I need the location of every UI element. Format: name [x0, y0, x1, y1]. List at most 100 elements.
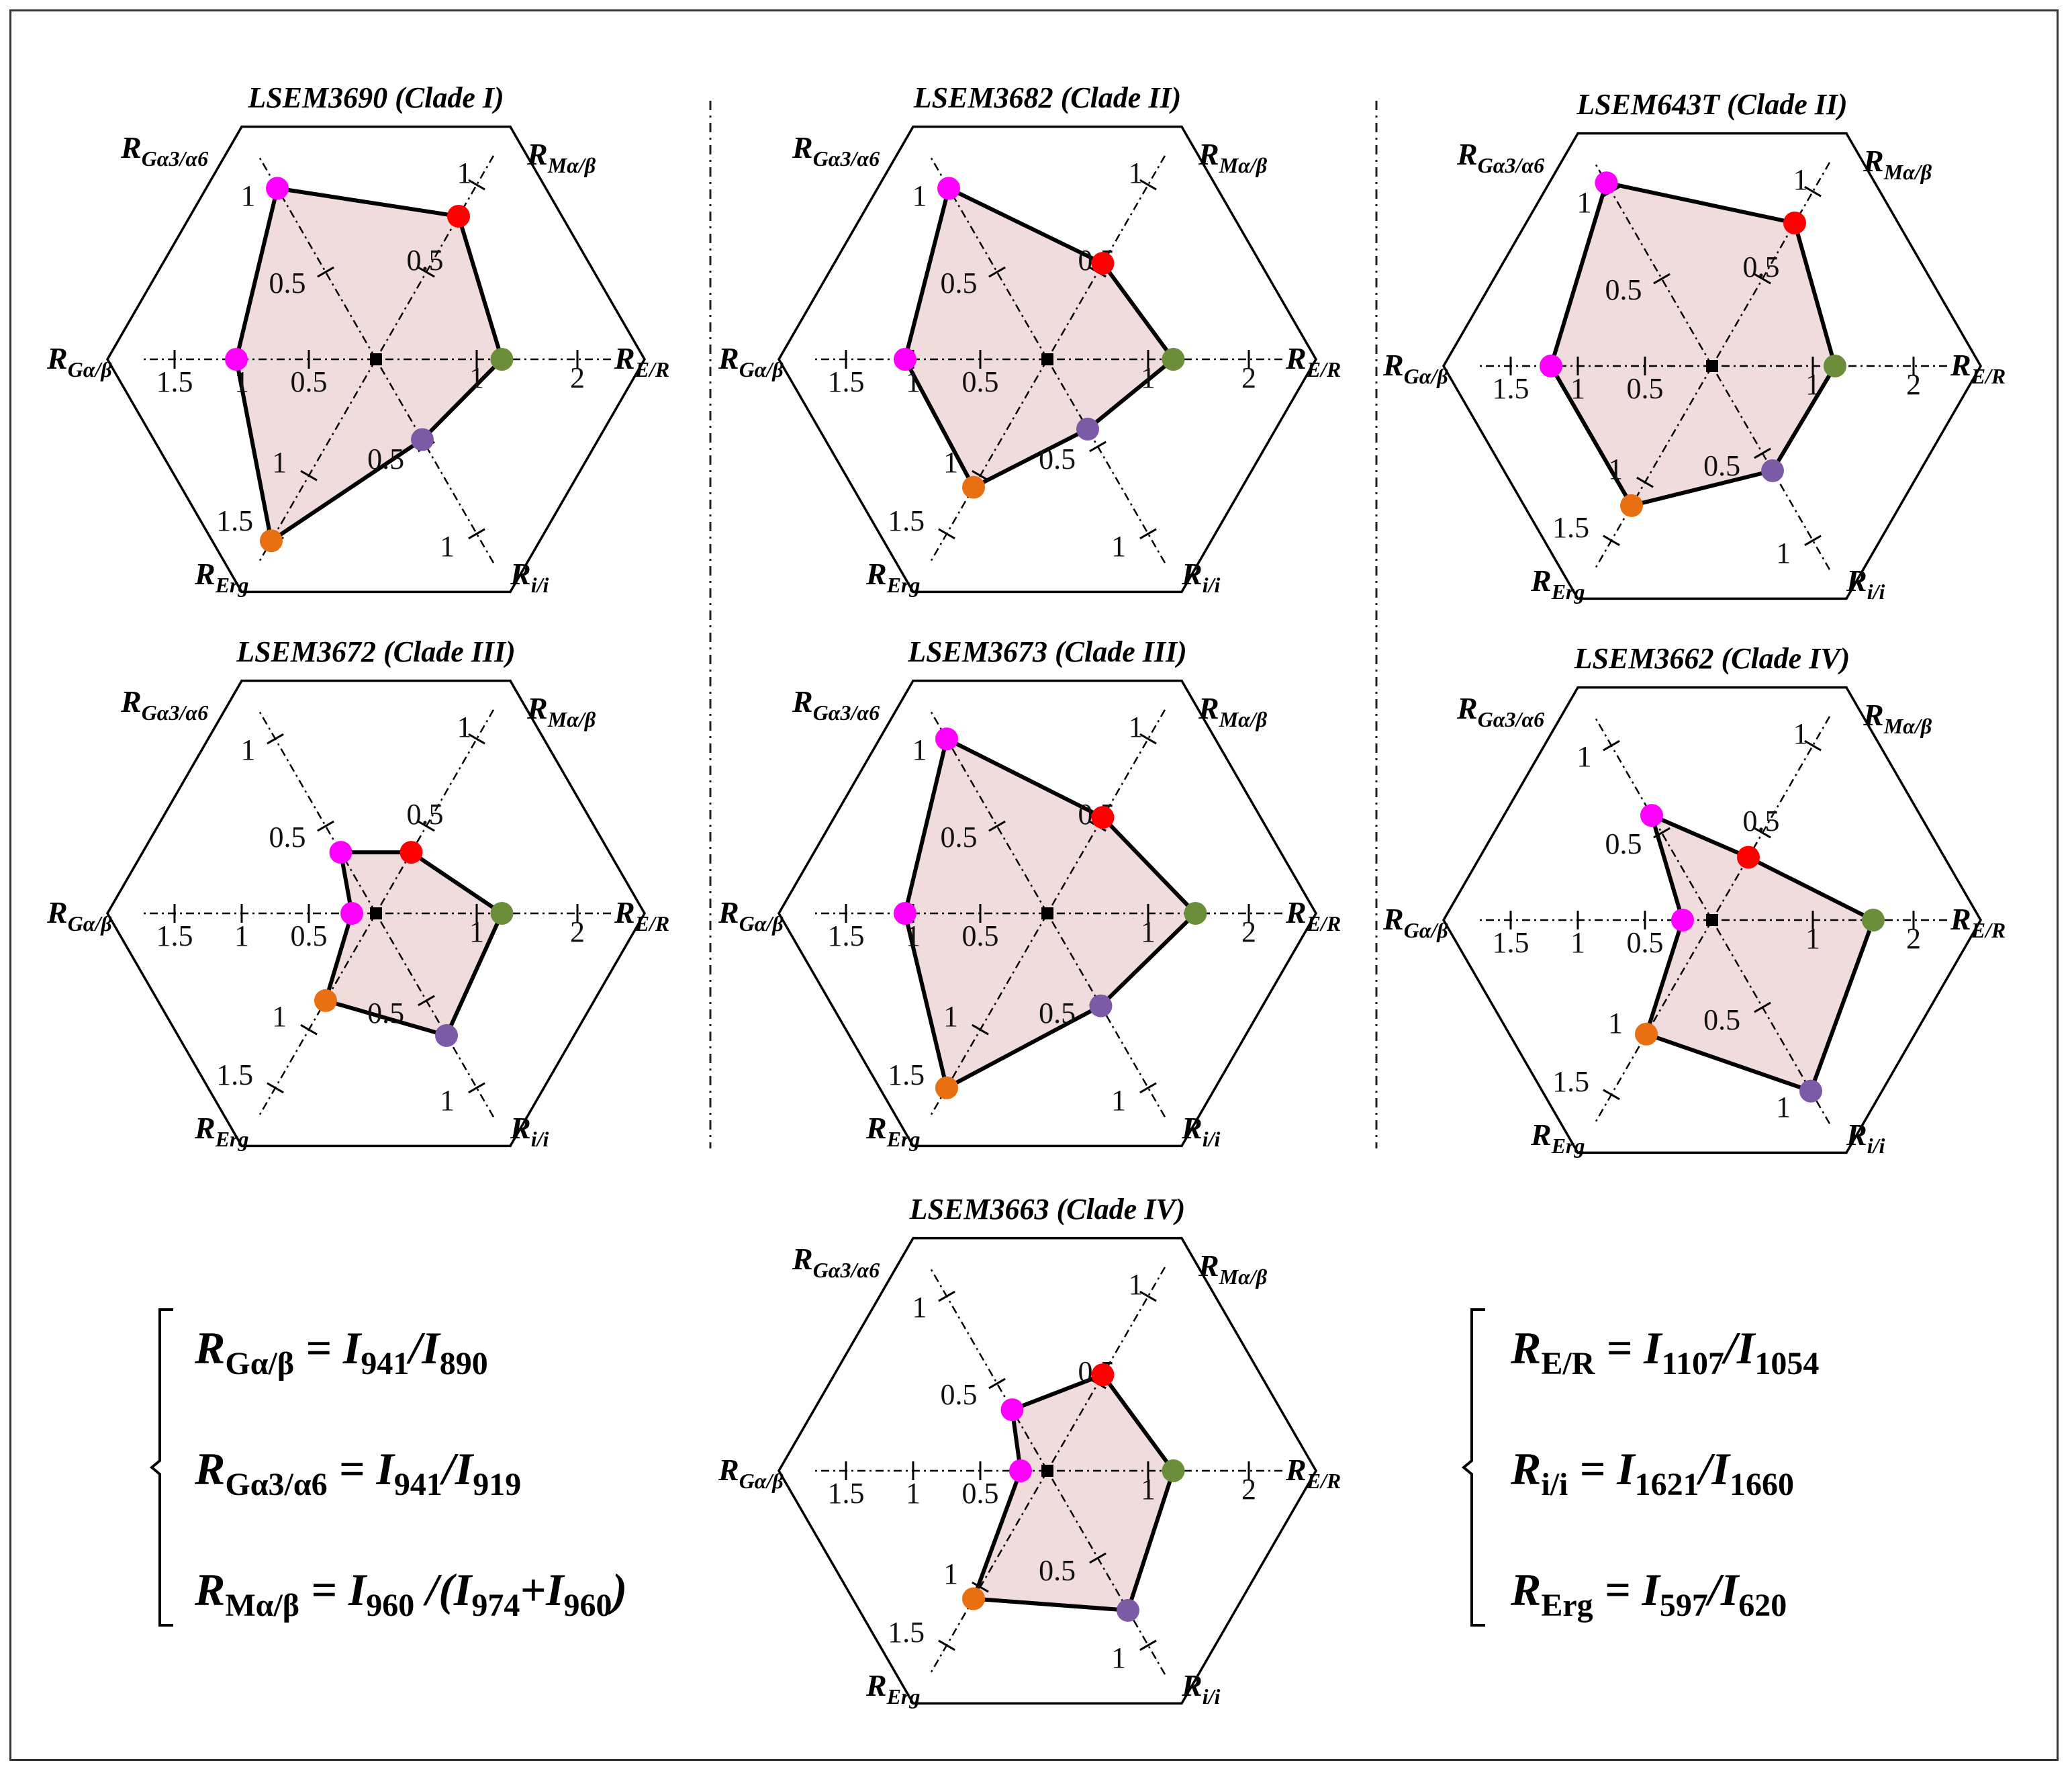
- tick-label: 1: [912, 733, 927, 766]
- axis-label: RMα/β: [1863, 144, 1932, 184]
- tick-label: 0.5: [962, 1477, 999, 1510]
- axis-tick: [468, 733, 485, 745]
- data-point: [1091, 252, 1115, 275]
- axis-tick: [972, 469, 989, 482]
- data-point: [935, 1076, 958, 1099]
- axis-tick: [1636, 476, 1654, 488]
- axis-tick: [1754, 1001, 1771, 1013]
- tick-label: 0.5: [407, 244, 444, 277]
- tick-label: 0.5: [941, 821, 978, 854]
- tick-label: 1: [440, 530, 455, 563]
- axis-tick: [988, 1377, 1006, 1390]
- hexagon-frame: [105, 125, 647, 594]
- axis-label: RErg: [865, 1668, 920, 1709]
- hexagon-frame: [1442, 132, 1983, 600]
- tick-label: 1: [1570, 372, 1585, 405]
- axis-tick: [938, 1639, 955, 1651]
- axis-tick: [1089, 1552, 1106, 1564]
- axis-label: RErg: [865, 1111, 920, 1151]
- tick-label: 2: [1241, 915, 1256, 948]
- data-point: [411, 428, 434, 451]
- axis-tick: [317, 266, 334, 278]
- tick-label: 0.5: [941, 1378, 978, 1411]
- tick-label: 1.5: [828, 919, 865, 952]
- tick-label: 1.5: [828, 365, 865, 398]
- chart-title: LSEM643T (Clade II): [1576, 88, 1847, 121]
- tick-label: 0.5: [941, 267, 978, 300]
- tick-label: 1.5: [216, 504, 253, 537]
- axis-line: [929, 709, 1166, 1118]
- axis-label: RErg: [865, 557, 920, 597]
- hexagon-frame: [777, 1236, 1318, 1705]
- axis-tick: [468, 1082, 485, 1094]
- tick-label: 1: [912, 1291, 927, 1324]
- data-point: [447, 204, 470, 228]
- data-point: [935, 727, 958, 751]
- center-marker: [1041, 1465, 1053, 1477]
- tick-label: 0.5: [367, 997, 404, 1030]
- tick-label: 1: [912, 179, 927, 212]
- tick-label: 2: [1906, 922, 1921, 955]
- tick-label: 1: [469, 915, 484, 948]
- axis-label: RMα/β: [526, 137, 596, 177]
- tick-label: 1: [1608, 1007, 1623, 1040]
- data-point: [266, 177, 289, 200]
- axis-label: RGα/β: [718, 341, 784, 381]
- tick-label: 1: [234, 365, 249, 398]
- tick-label: 1: [440, 1084, 455, 1117]
- tick-label: 1: [469, 361, 484, 394]
- axis-tick: [1804, 739, 1822, 752]
- axis-label: RE/R: [1285, 895, 1341, 936]
- axis-label: RE/R: [1950, 902, 2006, 942]
- axis-tick: [1754, 273, 1771, 285]
- tick-label: 1: [1570, 926, 1585, 959]
- data-point: [1595, 171, 1618, 195]
- tick-label: 2: [1241, 1473, 1256, 1506]
- tick-label: 1: [457, 711, 472, 743]
- tick-label: 1.5: [888, 1616, 925, 1649]
- data-point: [1089, 994, 1113, 1017]
- axis-tick: [1603, 739, 1620, 752]
- axis-label: RMα/β: [526, 691, 596, 731]
- data-point: [314, 989, 337, 1012]
- axis-tick: [468, 179, 485, 191]
- axis-label: RGα/β: [46, 895, 112, 936]
- axis-tick: [972, 1581, 989, 1593]
- tick-label: 1: [1776, 1091, 1791, 1124]
- axis-label: RGα3/α6: [1456, 691, 1544, 731]
- tick-label: 1: [234, 919, 249, 952]
- tick-label: 1.5: [156, 365, 193, 398]
- axis-tick: [1754, 827, 1771, 839]
- tick-label: 1: [1793, 717, 1808, 750]
- tick-label: 1: [1577, 740, 1592, 773]
- data-point: [962, 1587, 985, 1610]
- data-point: [1540, 355, 1562, 377]
- tick-label: 0.5: [1743, 805, 1780, 837]
- tick-label: 1: [1141, 1473, 1156, 1506]
- axis-tick: [988, 266, 1006, 278]
- axis-label: RE/R: [1285, 1453, 1341, 1493]
- chart-title: LSEM3690 (Clade I): [247, 81, 504, 114]
- axis-label: RE/R: [1285, 341, 1341, 381]
- axis-label: Ri/i: [510, 557, 549, 597]
- axis-tick: [1139, 528, 1157, 540]
- data-point: [1737, 846, 1760, 869]
- tick-label: 0.5: [269, 821, 306, 854]
- tick-label: 1: [943, 1557, 958, 1590]
- formula: RMα/β = I960​ /(I974​+I960​): [194, 1564, 627, 1623]
- axis-tick: [988, 820, 1006, 832]
- axis-label: RE/R: [1950, 348, 2006, 388]
- tick-label: 0.5: [1039, 443, 1076, 475]
- tick-label: 0.5: [962, 365, 999, 398]
- tick-label: 1: [241, 179, 256, 212]
- formula-brace: [149, 1308, 173, 1627]
- data-point: [260, 529, 283, 553]
- axis-tick: [938, 1290, 955, 1302]
- formula: RGα/β = I941​/I890​: [194, 1322, 488, 1381]
- axis-tick: [1139, 1639, 1157, 1651]
- axis-label: Ri/i: [1846, 563, 1885, 604]
- formula: Ri/i = I1621​/I1660​: [1510, 1443, 1794, 1502]
- data-point: [490, 348, 514, 371]
